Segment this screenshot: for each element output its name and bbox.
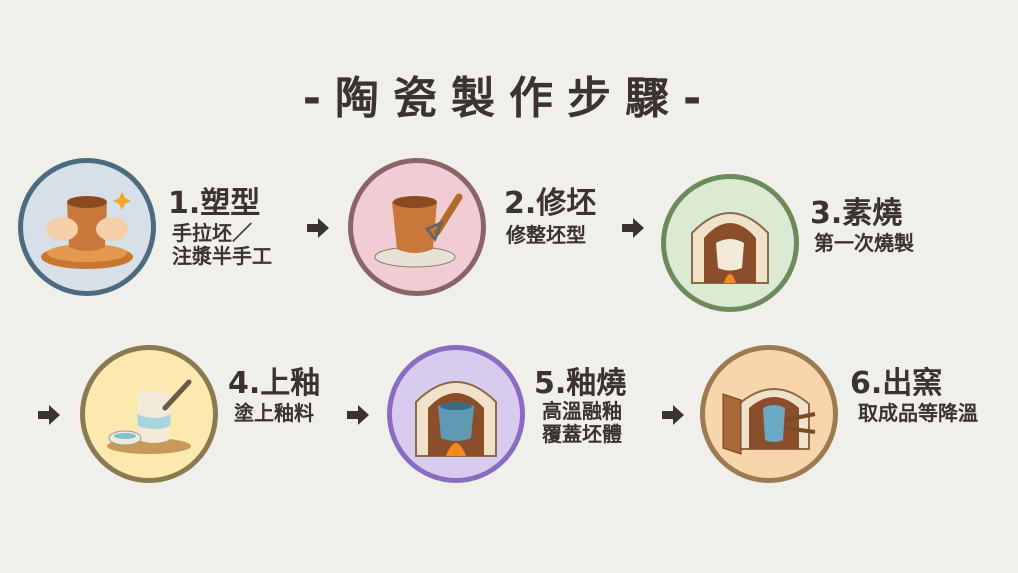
step-3-title: 3.素燒 [810,196,903,231]
step-2-description: 修整坯型 [506,223,586,247]
step-3-icon-circle [661,174,799,312]
arrow-right-icon [345,402,371,428]
kiln-open-icon [722,388,816,455]
step-4-icon-circle [80,345,218,483]
arrow-right-icon [305,215,331,241]
pottery-wheel-hands-icon [41,192,133,269]
arrow-right-icon [36,402,62,428]
arrow-right-icon [660,402,686,428]
page-title: -陶瓷製作步驟- [302,73,716,124]
step-1-title: 1.塑型 [168,186,261,221]
step-4-title: 4.上釉 [228,366,321,401]
step-5-icon-circle [387,345,525,483]
step-4-description: 塗上釉料 [234,401,314,425]
glazing-brush-icon [107,379,192,454]
kiln-bisque-icon [691,212,769,284]
step-2-icon-circle [348,158,486,296]
step-3-description: 第一次燒製 [814,231,914,255]
step-5-description: 高溫融釉 覆蓋坯體 [542,399,622,446]
step-6-icon-circle [700,345,838,483]
arrow-right-icon [620,215,646,241]
step-1-icon-circle [18,158,156,296]
kiln-glaze-icon [415,381,497,457]
step-2-title: 2.修坯 [504,186,597,221]
step-1-description: 手拉坯／ 注漿半手工 [172,221,272,268]
step-5-title: 5.釉燒 [534,366,627,401]
trimming-tool-icon [374,193,463,268]
step-6-title: 6.出窯 [850,366,943,401]
step-6-description: 取成品等降溫 [858,401,978,425]
